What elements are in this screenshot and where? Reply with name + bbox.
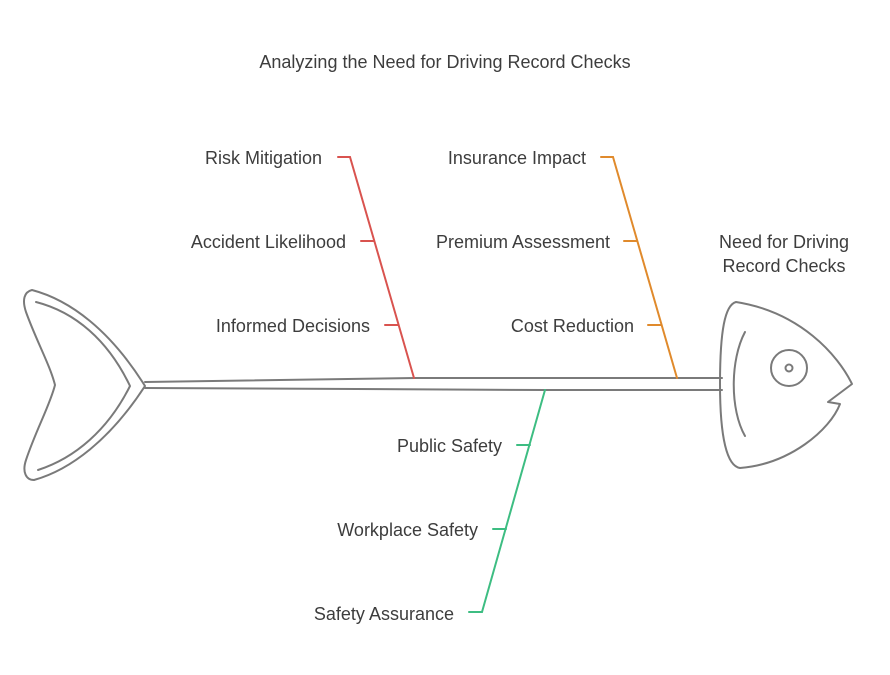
bone-group-insurance: Insurance Impact Premium Assessment Cost…	[436, 148, 678, 379]
fish-spine-bottom	[144, 387, 723, 391]
cause-informed-decisions: Informed Decisions	[216, 316, 370, 336]
cause-premium-assessment: Premium Assessment	[436, 232, 610, 252]
fish-spine-top	[144, 377, 723, 383]
fish-head	[719, 301, 853, 469]
cause-insurance-impact: Insurance Impact	[448, 148, 586, 168]
cause-risk-mitigation: Risk Mitigation	[205, 148, 322, 168]
bone-group-risk: Risk Mitigation Accident Likelihood Info…	[191, 148, 415, 379]
cause-accident-likelihood: Accident Likelihood	[191, 232, 346, 252]
fish-gill	[732, 331, 746, 437]
fish-tail	[23, 289, 146, 481]
cause-public-safety: Public Safety	[397, 436, 502, 456]
bone-safety	[468, 389, 546, 613]
effect-label-line-1: Need for Driving	[719, 232, 849, 252]
cause-safety-assurance: Safety Assurance	[314, 604, 454, 624]
effect-label-line-2: Record Checks	[722, 256, 845, 276]
diagram-title: Analyzing the Need for Driving Record Ch…	[259, 52, 630, 72]
bone-risk	[337, 156, 415, 379]
bone-group-safety: Public Safety Workplace Safety Safety As…	[314, 389, 546, 624]
cause-workplace-safety: Workplace Safety	[337, 520, 478, 540]
cause-cost-reduction: Cost Reduction	[511, 316, 634, 336]
fish-tail-inner	[35, 301, 131, 471]
fish-eye-icon	[770, 349, 808, 387]
bone-insurance	[600, 156, 678, 379]
fish-pupil	[784, 363, 794, 373]
